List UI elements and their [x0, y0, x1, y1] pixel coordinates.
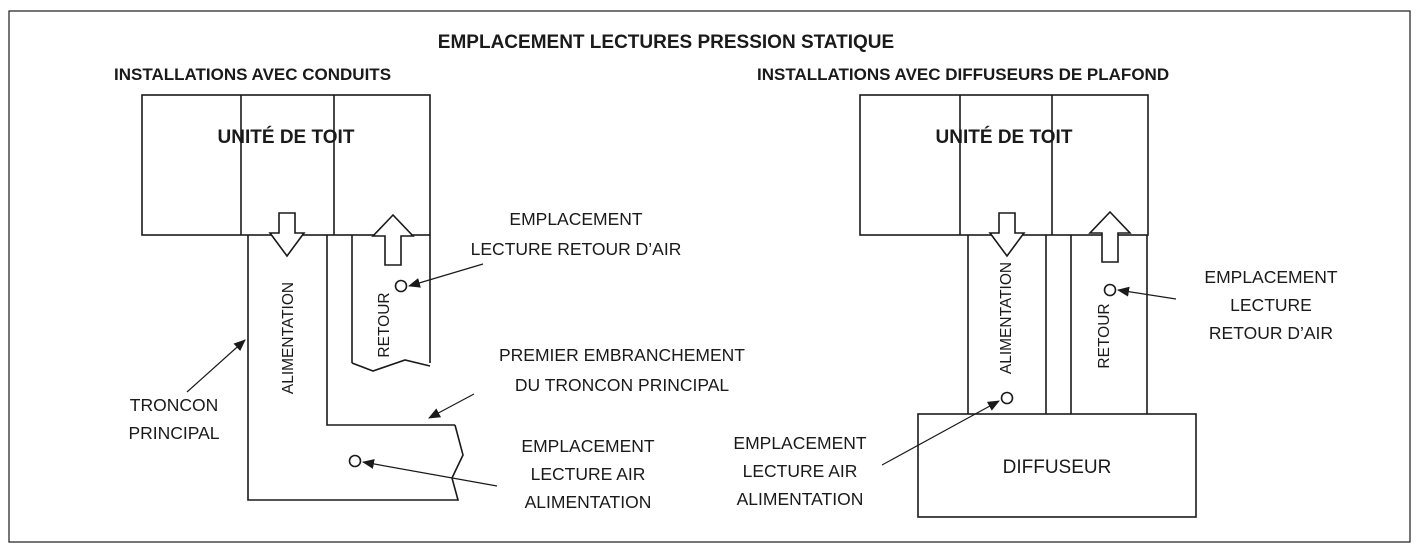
left-branch-line-2: DU TRONCON PRINCIPAL [515, 375, 730, 395]
right-supply-reading-line-2: LECTURE AIR [743, 461, 858, 481]
left-supply-arrow-icon [268, 212, 306, 258]
left-supply-reading-line-3: ALIMENTATION [525, 492, 652, 512]
right-unit-label: UNITÉ DE TOIT [936, 126, 1073, 148]
left-supply-trunk-duct [247, 235, 455, 501]
left-supply-reading-point [348, 454, 362, 468]
right-return-reading-point [1103, 283, 1117, 297]
right-supply-duct-label: ALIMENTATION [998, 262, 1015, 374]
right-return-arrow-icon [1088, 210, 1132, 263]
left-unit-label: UNITÉ DE TOIT [218, 126, 355, 148]
left-return-reading-callout: EMPLACEMENT LECTURE RETOUR D’AIR [408, 209, 682, 288]
left-return-reading-point [394, 279, 408, 293]
left-branch-callout: PREMIER EMBRANCHEMENT DU TRONCON PRINCIP… [428, 345, 745, 419]
left-trunk-line-2: PRINCIPAL [128, 423, 219, 443]
right-supply-arrow-icon [988, 212, 1026, 258]
right-return-reading-callout: EMPLACEMENT LECTURE RETOUR D’AIR [1117, 267, 1338, 343]
left-heading: INSTALLATIONS AVEC CONDUITS [114, 65, 391, 84]
left-panel: UNITÉ DE TOIT ALIMENTATION RETOUR EMPLAC… [128, 94, 745, 512]
right-return-duct [1070, 235, 1148, 414]
left-supply-reading-line-1: EMPLACEMENT [521, 436, 655, 456]
left-supply-reading-line-2: LECTURE AIR [531, 464, 646, 484]
right-supply-reading-callout: EMPLACEMENT LECTURE AIR ALIMENTATION [733, 400, 1000, 509]
left-return-duct-label: RETOUR [376, 292, 393, 357]
left-supply-duct-label: ALIMENTATION [280, 282, 297, 394]
left-trunk-break [450, 424, 464, 501]
left-return-break [351, 359, 431, 372]
outer-frame [8, 10, 1411, 543]
left-return-reading-line-2: LECTURE RETOUR D’AIR [471, 239, 682, 259]
left-return-duct [351, 235, 431, 363]
right-return-reading-line-1: EMPLACEMENT [1204, 267, 1338, 287]
left-return-reading-line-1: EMPLACEMENT [509, 209, 643, 229]
left-trunk-line-1: TRONCON [130, 395, 218, 415]
right-supply-reading-line-1: EMPLACEMENT [733, 433, 867, 453]
right-supply-reading-point [1000, 391, 1014, 405]
left-supply-reading-callout: EMPLACEMENT LECTURE AIR ALIMENTATION [362, 436, 655, 512]
right-supply-reading-line-3: ALIMENTATION [737, 489, 864, 509]
right-return-duct-label: RETOUR [1096, 303, 1113, 368]
right-return-reading-line-3: RETOUR D’AIR [1209, 323, 1333, 343]
right-return-reading-line-2: LECTURE [1230, 295, 1312, 315]
diagram-title: EMPLACEMENT LECTURES PRESSION STATIQUE [438, 32, 894, 53]
left-return-arrow-icon [371, 213, 415, 266]
right-panel: UNITÉ DE TOIT DIFFUSEUR ALIMENTATION RET… [733, 94, 1338, 518]
left-branch-line-1: PREMIER EMBRANCHEMENT [499, 345, 745, 365]
left-trunk-callout: TRONCON PRINCIPAL [128, 339, 246, 443]
right-heading: INSTALLATIONS AVEC DIFFUSEURS DE PLAFOND [757, 65, 1169, 84]
right-diffuser-label: DIFFUSEUR [1003, 457, 1112, 478]
right-supply-duct [967, 235, 1047, 414]
right-diffuser-box [917, 413, 1197, 518]
